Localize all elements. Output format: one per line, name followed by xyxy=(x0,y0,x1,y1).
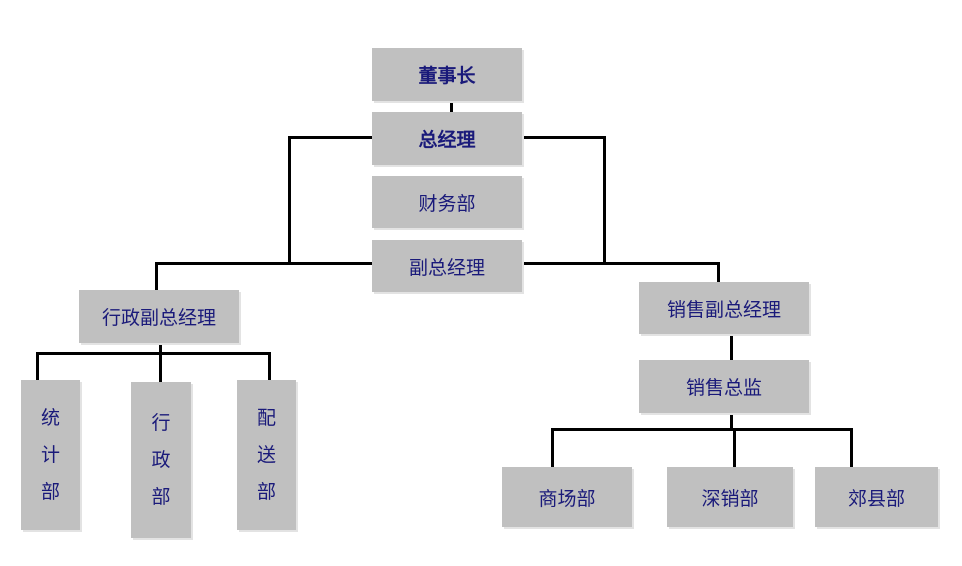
node-mall-dept: 商场部 xyxy=(502,467,632,527)
node-finance-dept: 财务部 xyxy=(372,176,522,228)
node-delivery-dept: 配 送 部 xyxy=(237,380,296,530)
connector-to-delivery xyxy=(268,352,271,380)
node-stats-dept: 统 计 部 xyxy=(21,380,80,530)
connector-gm-right xyxy=(522,136,605,139)
delivery-dept-char-3: 部 xyxy=(256,480,276,503)
stats-dept-char-1: 统 xyxy=(40,406,60,429)
connector-admin-bar xyxy=(36,352,271,355)
node-chairman: 董事长 xyxy=(372,48,522,101)
connector-right-vertical xyxy=(603,136,606,265)
connector-chairman-gm xyxy=(450,100,453,114)
connector-gm-left xyxy=(289,136,374,139)
connector-admin-vp-down xyxy=(159,344,162,354)
node-admin-vp: 行政副总经理 xyxy=(79,290,239,343)
connector-sales-bar xyxy=(551,428,852,431)
node-general-manager: 总经理 xyxy=(372,112,522,165)
delivery-dept-char-2: 送 xyxy=(256,443,276,466)
connector-to-admin-vp xyxy=(155,262,158,290)
delivery-dept-char-1: 配 xyxy=(256,406,276,429)
node-admin-dept: 行 政 部 xyxy=(131,382,191,538)
connector-to-mall xyxy=(551,428,554,468)
stats-dept-char-3: 部 xyxy=(40,480,60,503)
node-suburb-dept: 郊县部 xyxy=(815,467,938,527)
stats-dept-char-2: 计 xyxy=(40,443,60,466)
node-deputy-gm: 副总经理 xyxy=(372,240,522,292)
connector-director-down xyxy=(730,413,733,430)
node-sales-director: 销售总监 xyxy=(639,360,809,413)
connector-to-suburb xyxy=(850,428,853,468)
admin-dept-char-2: 政 xyxy=(151,448,171,471)
admin-dept-char-1: 行 xyxy=(151,411,171,434)
connector-to-shenzhen xyxy=(733,428,736,468)
connector-sales-vp-director xyxy=(730,333,733,361)
connector-left-vertical xyxy=(288,136,291,265)
connector-to-sales-vp xyxy=(717,262,720,282)
connector-to-stats xyxy=(36,352,39,380)
node-sales-vp: 销售副总经理 xyxy=(639,282,809,334)
admin-dept-char-3: 部 xyxy=(151,485,171,508)
connector-to-admin-dept xyxy=(159,352,162,382)
node-shenzhen-sales-dept: 深销部 xyxy=(667,467,793,527)
